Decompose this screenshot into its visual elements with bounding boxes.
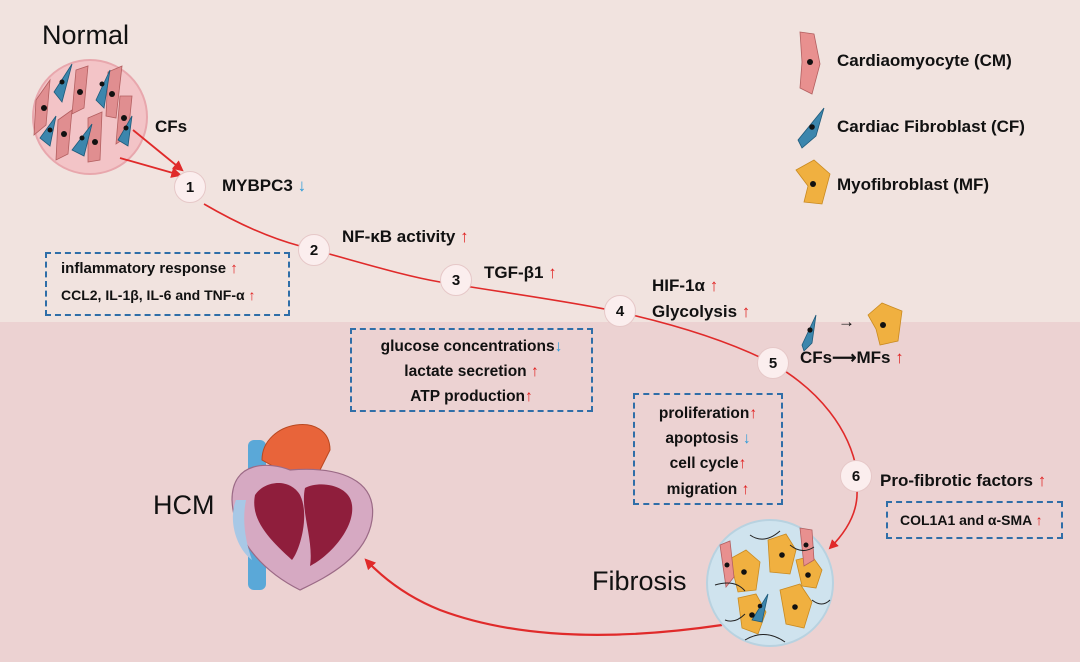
legend-fibroblast-label: Cardiac Fibroblast (CF) <box>837 117 1025 136</box>
step-3-arrow: ↑ <box>548 263 557 282</box>
fibroblast-icon <box>797 107 825 149</box>
metabolism-line-2-text: lactate secretion <box>404 363 527 380</box>
lower-background <box>0 322 1080 662</box>
step-2-circle: 2 <box>298 234 330 266</box>
step-4-text-2: Glycolysis <box>652 302 738 321</box>
step-4-text-1: HIF-1α <box>652 276 705 295</box>
cell-behavior-line-1-text: proliferation <box>658 405 750 422</box>
heart-icon <box>231 424 374 591</box>
inflammation-line-1: inflammatory response ↑ <box>61 260 238 277</box>
step-1-arrow: ↓ <box>297 176 307 195</box>
metabolism-line-1: glucose concentrations↓ <box>352 338 591 356</box>
inflammation-line-1-arrow: ↑ <box>230 260 238 277</box>
cell-behavior-box: proliferation↑ apoptosis ↓ cell cycle↑ m… <box>633 393 783 505</box>
normal-label: Normal <box>42 20 130 50</box>
step-4-arrow-1: ↑ <box>709 276 719 295</box>
metabolism-line-2: lactate secretion ↑ <box>352 363 591 381</box>
step-1-label: MYBPC3 ↓ <box>222 176 306 196</box>
inflammation-line-1-text: inflammatory response <box>61 260 227 277</box>
fibrosis-tissue-icon <box>706 519 834 647</box>
step-6-label: Pro-fibrotic factors ↑ <box>880 471 1046 491</box>
mf-cell-icon <box>867 302 903 346</box>
step-4-label-line1: HIF-1α ↑ <box>652 276 718 296</box>
cf-arrow-lower <box>119 157 183 178</box>
cell-behavior-line-4-text: migration <box>666 481 738 498</box>
inflammation-line-2-arrow: ↑ <box>248 287 256 303</box>
fibrosis-label: Fibrosis <box>592 566 687 596</box>
pathway-to-fibrosis-arrow <box>828 489 858 550</box>
step-2-arrow: ↑ <box>460 227 469 246</box>
step-5-circle: 5 <box>757 347 789 379</box>
cell-behavior-line-4: migration ↑ <box>635 481 781 499</box>
metabolism-box: glucose concentrations↓ lactate secretio… <box>350 328 593 412</box>
step-5-arrow: ↑ <box>895 348 904 367</box>
step-1-circle: 1 <box>174 171 206 203</box>
step-5-text: CFs⟶MFs <box>800 348 891 367</box>
cell-behavior-line-1-arrow: ↑ <box>749 405 758 422</box>
cell-behavior-line-2-text: apoptosis <box>665 430 739 447</box>
cf-to-mf-arrow: → <box>838 312 855 331</box>
step-1-text: MYBPC3 <box>222 176 293 195</box>
inflammation-line-2: CCL2, IL-1β, IL-6 and TNF-α ↑ <box>61 287 255 303</box>
step-6-text: Pro-fibrotic factors <box>880 471 1034 490</box>
step-3-text: TGF-β1 <box>484 263 544 282</box>
step-4-label-line2: Glycolysis ↑ <box>652 302 750 322</box>
step-6-circle: 6 <box>840 460 872 492</box>
cell-behavior-line-4-arrow: ↑ <box>741 481 750 498</box>
metabolism-line-1-arrow: ↓ <box>554 338 563 355</box>
myofibroblast-icon <box>795 159 831 205</box>
markers-line-1-text: COL1A1 and α-SMA <box>900 512 1032 528</box>
step-5-label: CFs⟶MFs ↑ <box>800 348 904 368</box>
metabolism-line-2-arrow: ↑ <box>530 363 539 380</box>
inflammation-line-2-text: CCL2, IL-1β, IL-6 and TNF-α <box>61 287 245 303</box>
legend-cardiomyocyte-label: Cardiaomyocyte (CM) <box>837 51 1012 70</box>
step-6-arrow: ↑ <box>1037 471 1047 490</box>
cell-behavior-line-3-text: cell cycle <box>669 455 739 472</box>
markers-line-1-arrow: ↑ <box>1035 512 1043 528</box>
metabolism-line-3: ATP production↑ <box>352 388 591 406</box>
cfs-label: CFs <box>155 117 188 136</box>
hcm-label: HCM <box>153 490 215 520</box>
cardiomyocyte-icon <box>799 31 821 95</box>
cell-behavior-line-2-arrow: ↓ <box>742 430 751 447</box>
inflammation-box: inflammatory response ↑ CCL2, IL-1β, IL-… <box>45 252 290 316</box>
fibrosis-to-hcm-arrow <box>364 558 723 636</box>
step-4-arrow-2: ↑ <box>741 302 751 321</box>
cell-behavior-line-3: cell cycle↑ <box>635 455 781 473</box>
markers-box: COL1A1 and α-SMA ↑ <box>886 501 1063 539</box>
step-3-circle: 3 <box>440 264 472 296</box>
markers-line-1: COL1A1 and α-SMA ↑ <box>900 512 1043 528</box>
cf-arrow-upper <box>132 129 184 172</box>
step-3-label: TGF-β1 ↑ <box>484 263 557 283</box>
metabolism-line-3-text: ATP production <box>410 388 526 405</box>
cf-cell-icon <box>801 314 817 352</box>
cell-behavior-line-2: apoptosis ↓ <box>635 430 781 448</box>
legend-myofibroblast-label: Myofibroblast (MF) <box>837 175 990 194</box>
cell-behavior-line-3-arrow: ↑ <box>738 455 747 472</box>
metabolism-line-3-arrow: ↑ <box>525 388 533 405</box>
metabolism-line-1-text: glucose concentrations <box>380 338 555 355</box>
cell-behavior-line-1: proliferation↑ <box>635 405 781 423</box>
step-4-circle: 4 <box>604 295 636 327</box>
step-2-label: NF-κB activity ↑ <box>342 227 469 247</box>
normal-tissue-icon <box>32 59 148 175</box>
step-2-text: NF-κB activity <box>342 227 456 246</box>
